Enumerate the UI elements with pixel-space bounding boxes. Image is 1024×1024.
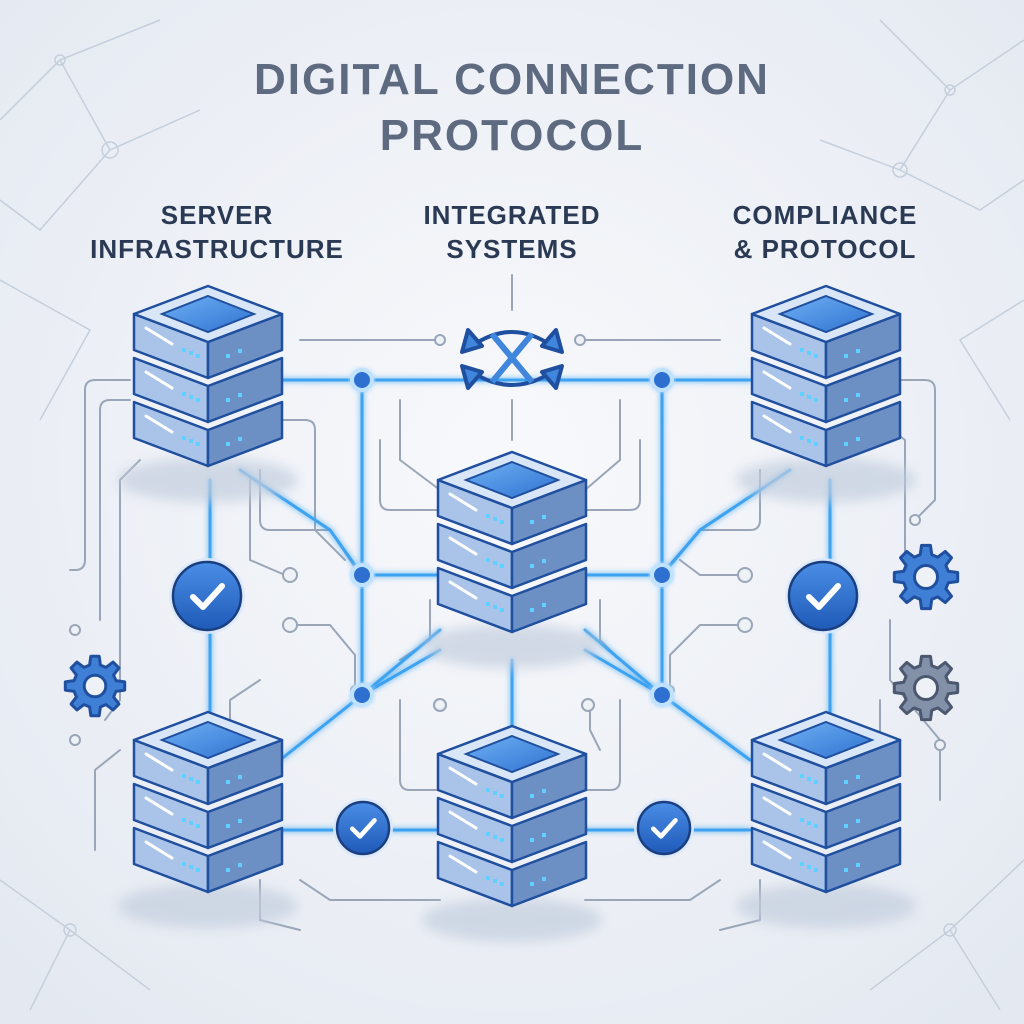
gears — [63, 543, 960, 722]
server-stack-bottom-left — [118, 710, 298, 928]
heading-line-2: INFRASTRUCTURE — [90, 234, 344, 264]
heading-server-infrastructure: SERVER INFRASTRUCTURE — [52, 198, 382, 266]
heading-line-1: INTEGRATED — [423, 200, 601, 230]
gear-icon — [892, 654, 960, 722]
connection-nodes — [350, 368, 674, 707]
corner-network-decoration — [0, 19, 1024, 1011]
gear-icon — [892, 543, 960, 611]
check-badge-icon — [169, 558, 245, 634]
server-stack-top-right — [736, 284, 916, 502]
check-badge-icon — [634, 798, 694, 858]
heading-line-1: SERVER — [160, 200, 274, 230]
heading-line-1: COMPLIANCE — [732, 200, 918, 230]
title-line-2: PROTOCOL — [379, 111, 645, 160]
server-stacks — [118, 284, 916, 942]
heading-line-2: & PROTOCOL — [733, 234, 917, 264]
swap-arrows-icon — [460, 328, 564, 390]
server-stack-bottom-center — [422, 724, 602, 942]
check-badge-icon — [333, 798, 393, 858]
gear-icon — [63, 654, 127, 718]
heading-compliance-protocol: COMPLIANCE & PROTOCOL — [660, 198, 990, 266]
heading-integrated-systems: INTEGRATED SYSTEMS — [362, 198, 662, 266]
circuit-traces — [69, 274, 941, 931]
heading-line-2: SYSTEMS — [446, 234, 578, 264]
check-badges — [169, 558, 861, 858]
server-stack-top-left — [118, 284, 298, 502]
page-title: DIGITAL CONNECTION PROTOCOL — [0, 52, 1024, 164]
title-line-1: DIGITAL CONNECTION — [254, 55, 770, 104]
server-stack-bottom-right — [736, 710, 916, 928]
server-stack-center — [422, 450, 602, 668]
check-badge-icon — [785, 558, 861, 634]
